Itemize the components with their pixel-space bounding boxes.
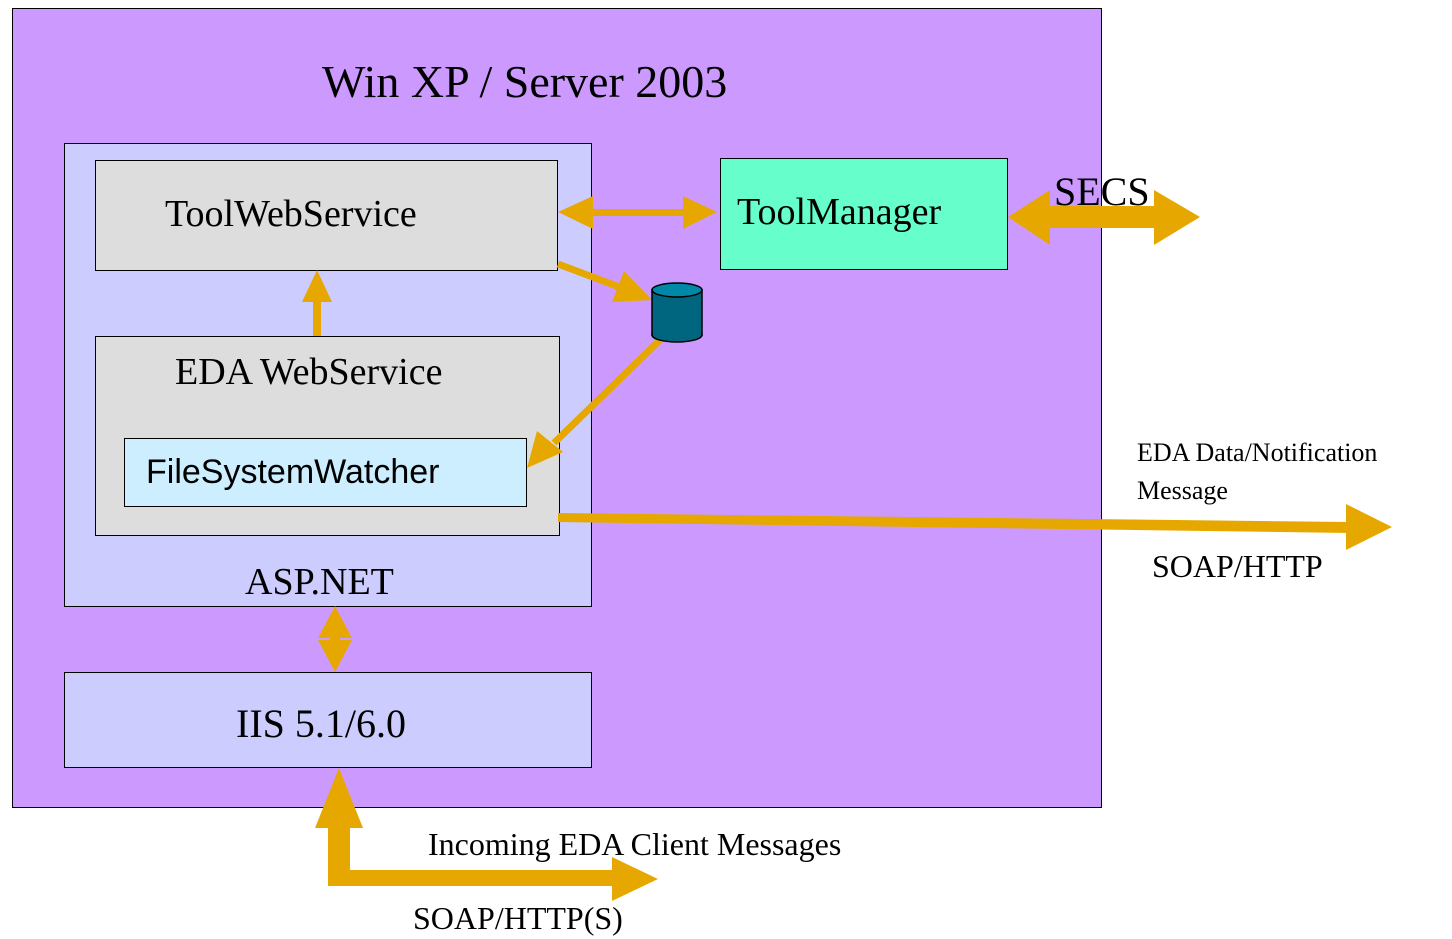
db-to-watcher-arrow [527,335,665,468]
database-cylinder-icon [651,282,703,343]
aspnet-label: ASP.NET [245,561,394,603]
os-container-label: Win XP / Server 2003 [322,56,728,107]
secs-label: SECS [1054,169,1150,214]
aspnet-iis-arrow [318,606,352,672]
secs-arrow [1008,190,1200,245]
eda-to-toolweb-arrow [302,270,332,336]
eda-notification-label-line2: Message [1137,476,1228,505]
file-system-watcher-label: FileSystemWatcher [146,453,440,491]
soap-https-label: SOAP/HTTP(S) [413,900,623,936]
tool-web-service-box [95,160,558,271]
iis-box [64,672,592,768]
eda-web-service-label: EDA WebService [175,351,443,393]
incoming-arrow [315,768,658,901]
tool-manager-box [720,158,1008,270]
eda-notification-arrow [558,504,1392,550]
toolweb-to-db-arrow [556,260,652,302]
tool-web-service-label: ToolWebService [165,193,417,235]
tool-manager-label: ToolManager [737,191,942,233]
soap-http-label: SOAP/HTTP [1152,548,1323,584]
iis-label: IIS 5.1/6.0 [236,701,406,746]
incoming-label: Incoming EDA Client Messages [428,826,842,862]
file-system-watcher-box [124,438,527,507]
eda-notification-label-line1: EDA Data/Notification [1137,438,1378,467]
toolwebservice-toolmanager-arrow [558,196,717,229]
